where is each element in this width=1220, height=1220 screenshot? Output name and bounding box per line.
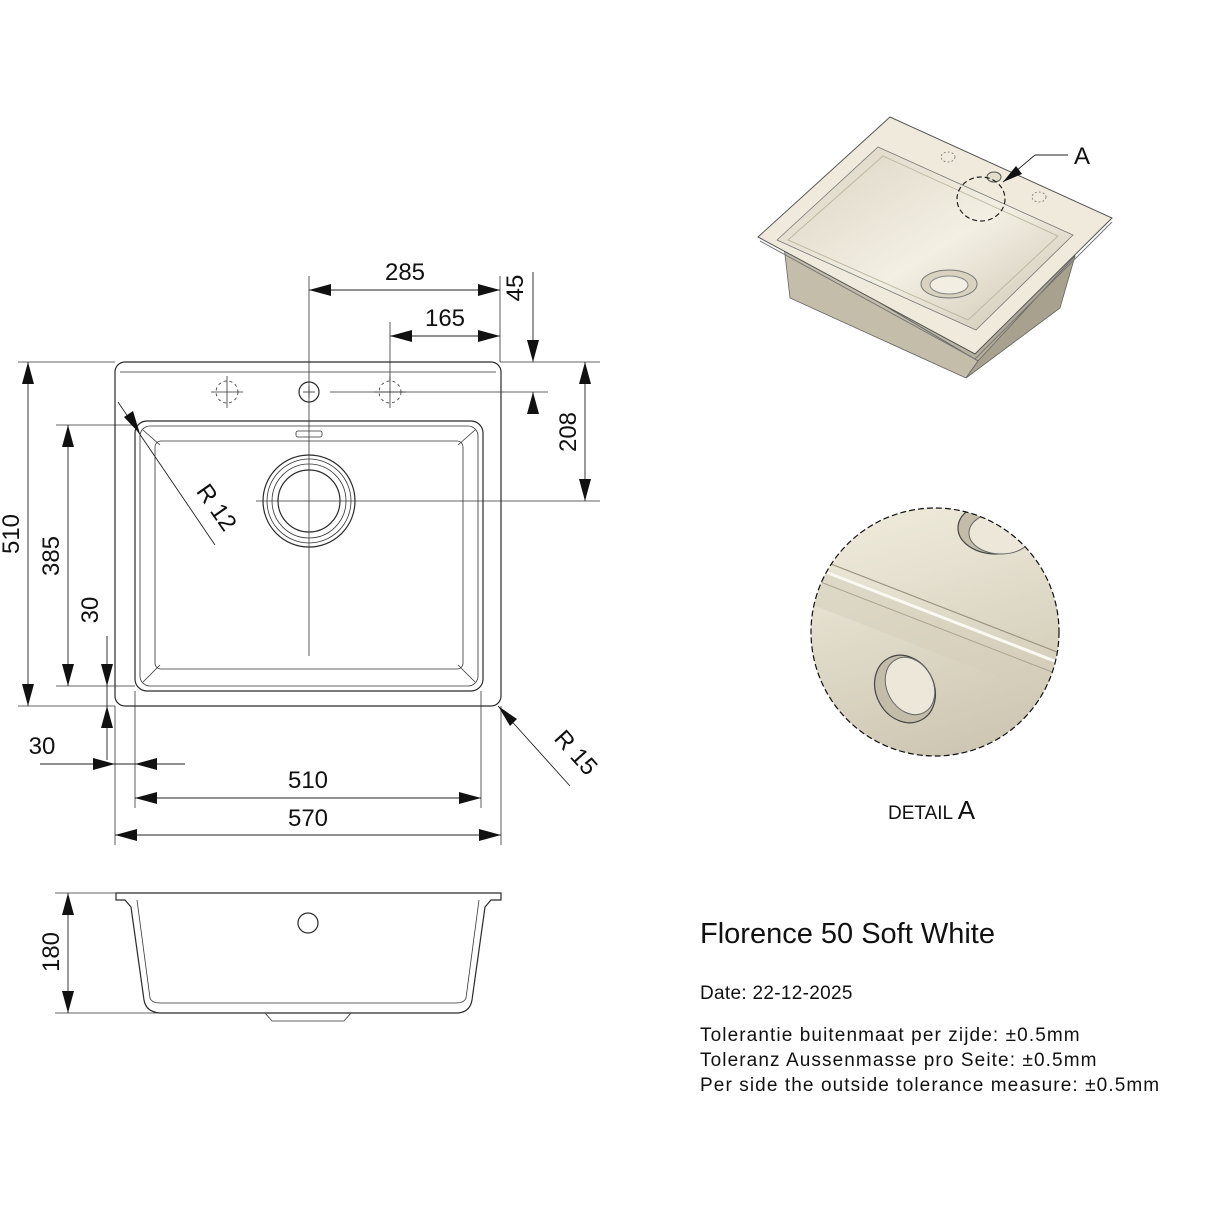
detail-prefix: DETAIL [888,803,953,824]
detail-callout-circle [956,176,1006,222]
tolerance-de: Toleranz Aussenmasse pro Seite: ±0.5mm [700,1050,1098,1071]
dim-30-horizontal: 30 [29,733,56,760]
sink-outline [114,361,502,707]
tolerance-en: Per side the outside tolerance measure: … [700,1075,1161,1096]
dim-180: 180 [38,932,65,972]
dim-165: 165 [425,305,465,332]
dim-570: 570 [288,805,328,832]
drawing-date: Date: 22-12-2025 [700,983,853,1004]
dim-285: 285 [385,259,425,286]
overflow-hole [297,912,319,934]
dim-r15: R 15 [549,725,603,781]
product-title: Florence 50 Soft White [700,918,995,950]
dim-510-horizontal: 510 [288,767,328,794]
dim-45: 45 [502,275,529,302]
title-block: Florence 50 Soft White Date: 22-12-2025 … [700,918,1220,1100]
tap-hole-left [211,376,243,408]
detail-letter: A [957,795,976,825]
dim-30-vertical: 30 [77,597,104,624]
dim-r12: R 12 [191,479,242,536]
dim-385: 385 [38,536,65,576]
tolerance-nl: Tolerantie buitenmaat per zijde: ±0.5mm [700,1025,1081,1046]
dim-510-vertical: 510 [0,514,25,554]
dim-208: 208 [555,412,582,452]
top-view [18,276,600,845]
detail-label: DETAIL A [888,795,975,826]
dimensions: 285 165 45 208 510 385 30 3 [0,259,603,841]
isometric-view: A [757,116,1113,379]
callout-letter: A [1074,143,1090,170]
detail-a-view [810,507,1060,757]
side-view: 180 [38,892,502,1022]
